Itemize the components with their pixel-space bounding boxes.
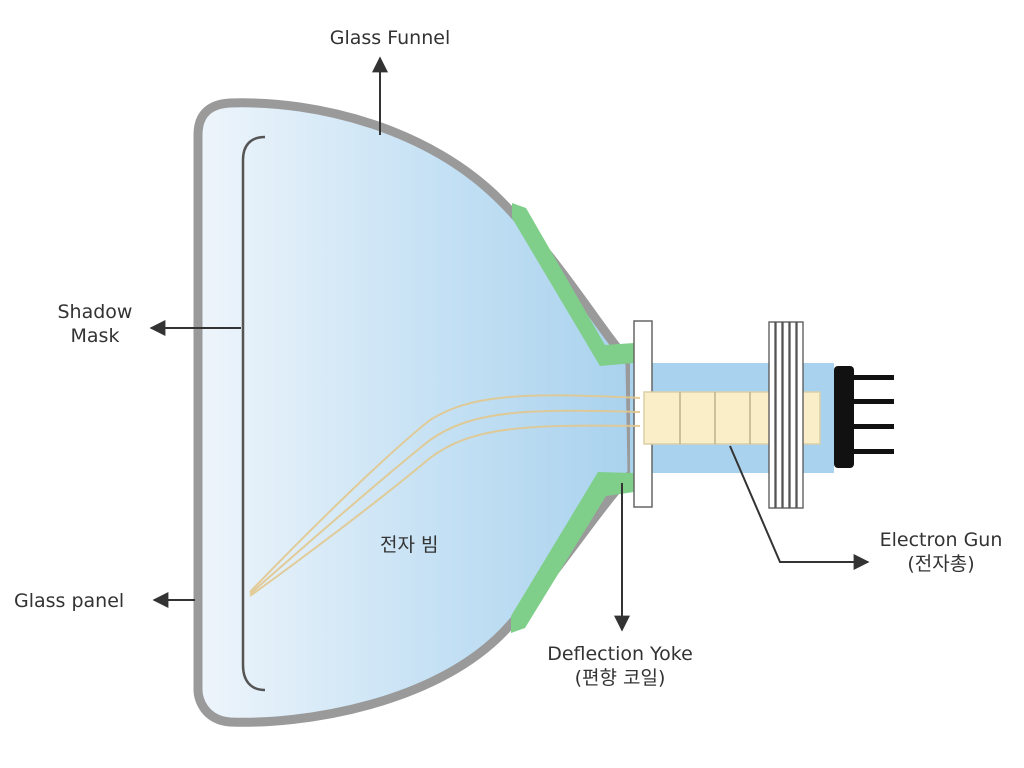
shadow-mask	[241, 135, 266, 692]
deflection-yoke-upper	[512, 203, 634, 366]
label-glass-panel: Glass panel	[14, 590, 125, 612]
label-deflection-yoke: Deflection Yoke (편향 코일)	[520, 642, 720, 690]
neck-rings	[768, 321, 804, 509]
label-shadow-mask: Shadow Mask	[40, 300, 150, 348]
label-deflection-yoke-ko: (편향 코일)	[574, 667, 666, 689]
glass-envelope	[193, 98, 637, 727]
label-shadow-mask-line1: Shadow	[57, 301, 133, 323]
label-electron-gun-ko: (전자총)	[907, 553, 975, 575]
label-shadow-mask-line2: Mask	[70, 325, 120, 347]
label-glass-funnel: Glass Funnel	[329, 27, 451, 49]
label-electron-gun-en: Electron Gun	[879, 529, 1003, 551]
electron-beams	[249, 394, 641, 597]
label-electron-gun: Electron Gun (전자총)	[858, 528, 1024, 576]
deflection-yoke-lower	[511, 472, 634, 633]
connector-pins	[834, 366, 894, 468]
arrow-electron-gun	[729, 445, 870, 570]
label-deflection-yoke-en: Deflection Yoke	[547, 643, 693, 665]
label-electron-beam: 전자 빔	[380, 534, 439, 556]
